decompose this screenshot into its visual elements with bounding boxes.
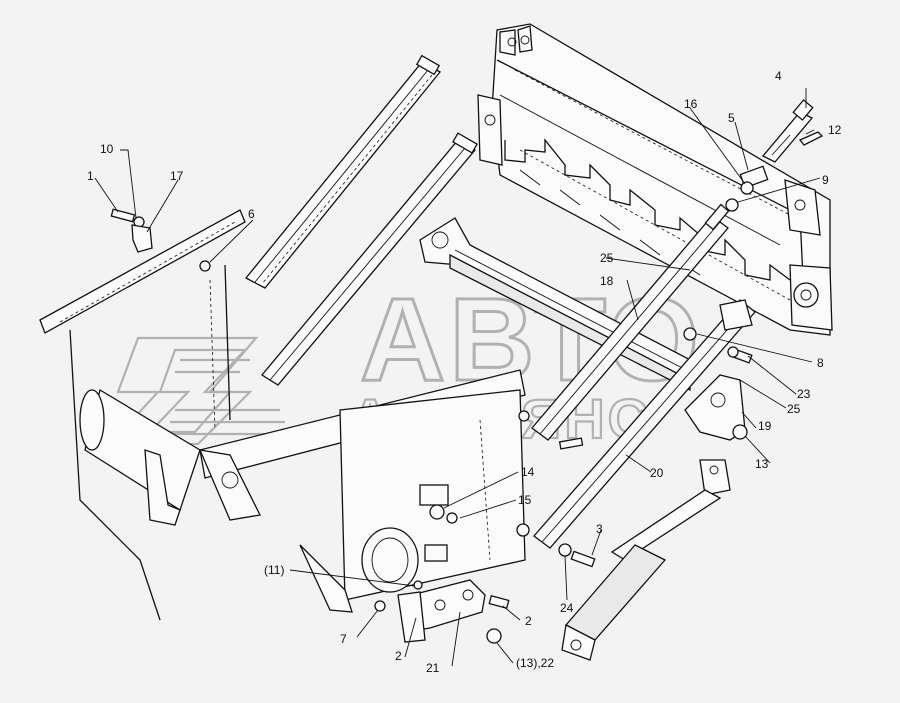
callout-15: 15 <box>518 493 532 507</box>
callout-14: 14 <box>521 465 535 479</box>
callout-12: 12 <box>828 123 842 137</box>
arm-20 <box>533 299 756 549</box>
bushing-14 <box>429 504 445 520</box>
callout-2-left: 2 <box>395 649 402 663</box>
bracket-21 <box>397 579 486 643</box>
callout-25-top: 25 <box>600 251 614 265</box>
callout-11: (11) <box>264 563 284 577</box>
rear-frame <box>477 23 833 336</box>
callout-8: 8 <box>817 356 824 370</box>
bushing-16 <box>740 181 754 195</box>
callout-9: 9 <box>822 173 829 187</box>
slat-bar-top <box>244 54 441 289</box>
gas-strut <box>561 459 731 661</box>
callout-19: 19 <box>758 419 772 433</box>
washer-24 <box>558 543 572 557</box>
callout-13-22: (13),22 <box>516 656 554 670</box>
callout-21: 21 <box>426 661 440 675</box>
callout-25-right: 25 <box>787 402 801 416</box>
callout-6: 6 <box>248 207 255 221</box>
nut-6 <box>199 260 211 272</box>
callout-17: 17 <box>170 169 184 183</box>
callout-5: 5 <box>728 111 735 125</box>
nut-11 <box>413 580 423 590</box>
callout-2-right: 2 <box>525 614 532 628</box>
washer-15 <box>446 512 458 524</box>
callout-24: 24 <box>560 601 574 615</box>
nut-8 <box>683 327 697 341</box>
nut-lower <box>516 523 530 537</box>
slat-bar-middle <box>261 132 478 386</box>
main-frame <box>39 209 526 621</box>
callout-1: 1 <box>87 169 94 183</box>
pin-12 <box>798 131 824 146</box>
washer-9 <box>725 198 739 212</box>
nut-13 <box>732 424 748 440</box>
callout-4: 4 <box>775 69 782 83</box>
leader-lines <box>94 88 821 667</box>
nut-13-22 <box>486 628 502 644</box>
callout-labels: 4 12 5 16 9 25 18 8 23 25 19 13 20 3 24 … <box>87 69 842 675</box>
bolt-arm <box>518 410 584 450</box>
bolt-4 <box>761 99 814 163</box>
callout-23: 23 <box>797 387 811 401</box>
bolt-1 <box>110 208 136 223</box>
bolt-3 <box>570 550 596 568</box>
callout-20: 20 <box>650 466 664 480</box>
callout-7: 7 <box>340 632 347 646</box>
watermark-chevron-logo <box>107 336 290 446</box>
callout-18: 18 <box>600 274 614 288</box>
callout-16: 16 <box>684 97 698 111</box>
bolt-23 <box>727 346 753 364</box>
bolt-2-right <box>488 595 510 609</box>
callout-13: 13 <box>755 457 769 471</box>
arm-25 <box>531 203 730 441</box>
callout-10: 10 <box>100 142 114 156</box>
callout-3: 3 <box>596 522 603 536</box>
nut-7 <box>374 600 386 612</box>
